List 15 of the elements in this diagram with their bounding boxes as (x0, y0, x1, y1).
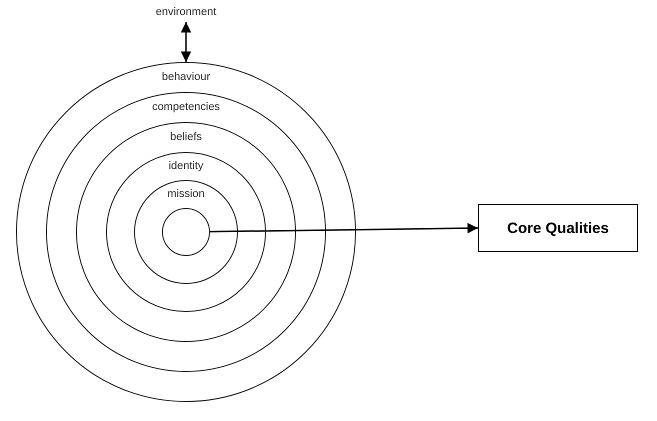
core-qualities-box: Core Qualities (478, 204, 638, 252)
ring-circle (106, 152, 266, 312)
ring-circle (46, 92, 326, 372)
ring-label: beliefs (170, 131, 202, 144)
core-circle (162, 208, 210, 256)
environment-label: environment (141, 4, 231, 20)
ring-label: mission (167, 188, 205, 201)
ring-circle (16, 62, 356, 402)
ring-circle (76, 122, 296, 342)
ring-label: identity (168, 160, 204, 173)
ring-label: competencies (152, 101, 220, 114)
ring-circle (134, 180, 238, 284)
arrow (180, 22, 192, 62)
ring-label: behaviour (162, 71, 210, 84)
arrow (210, 222, 478, 234)
